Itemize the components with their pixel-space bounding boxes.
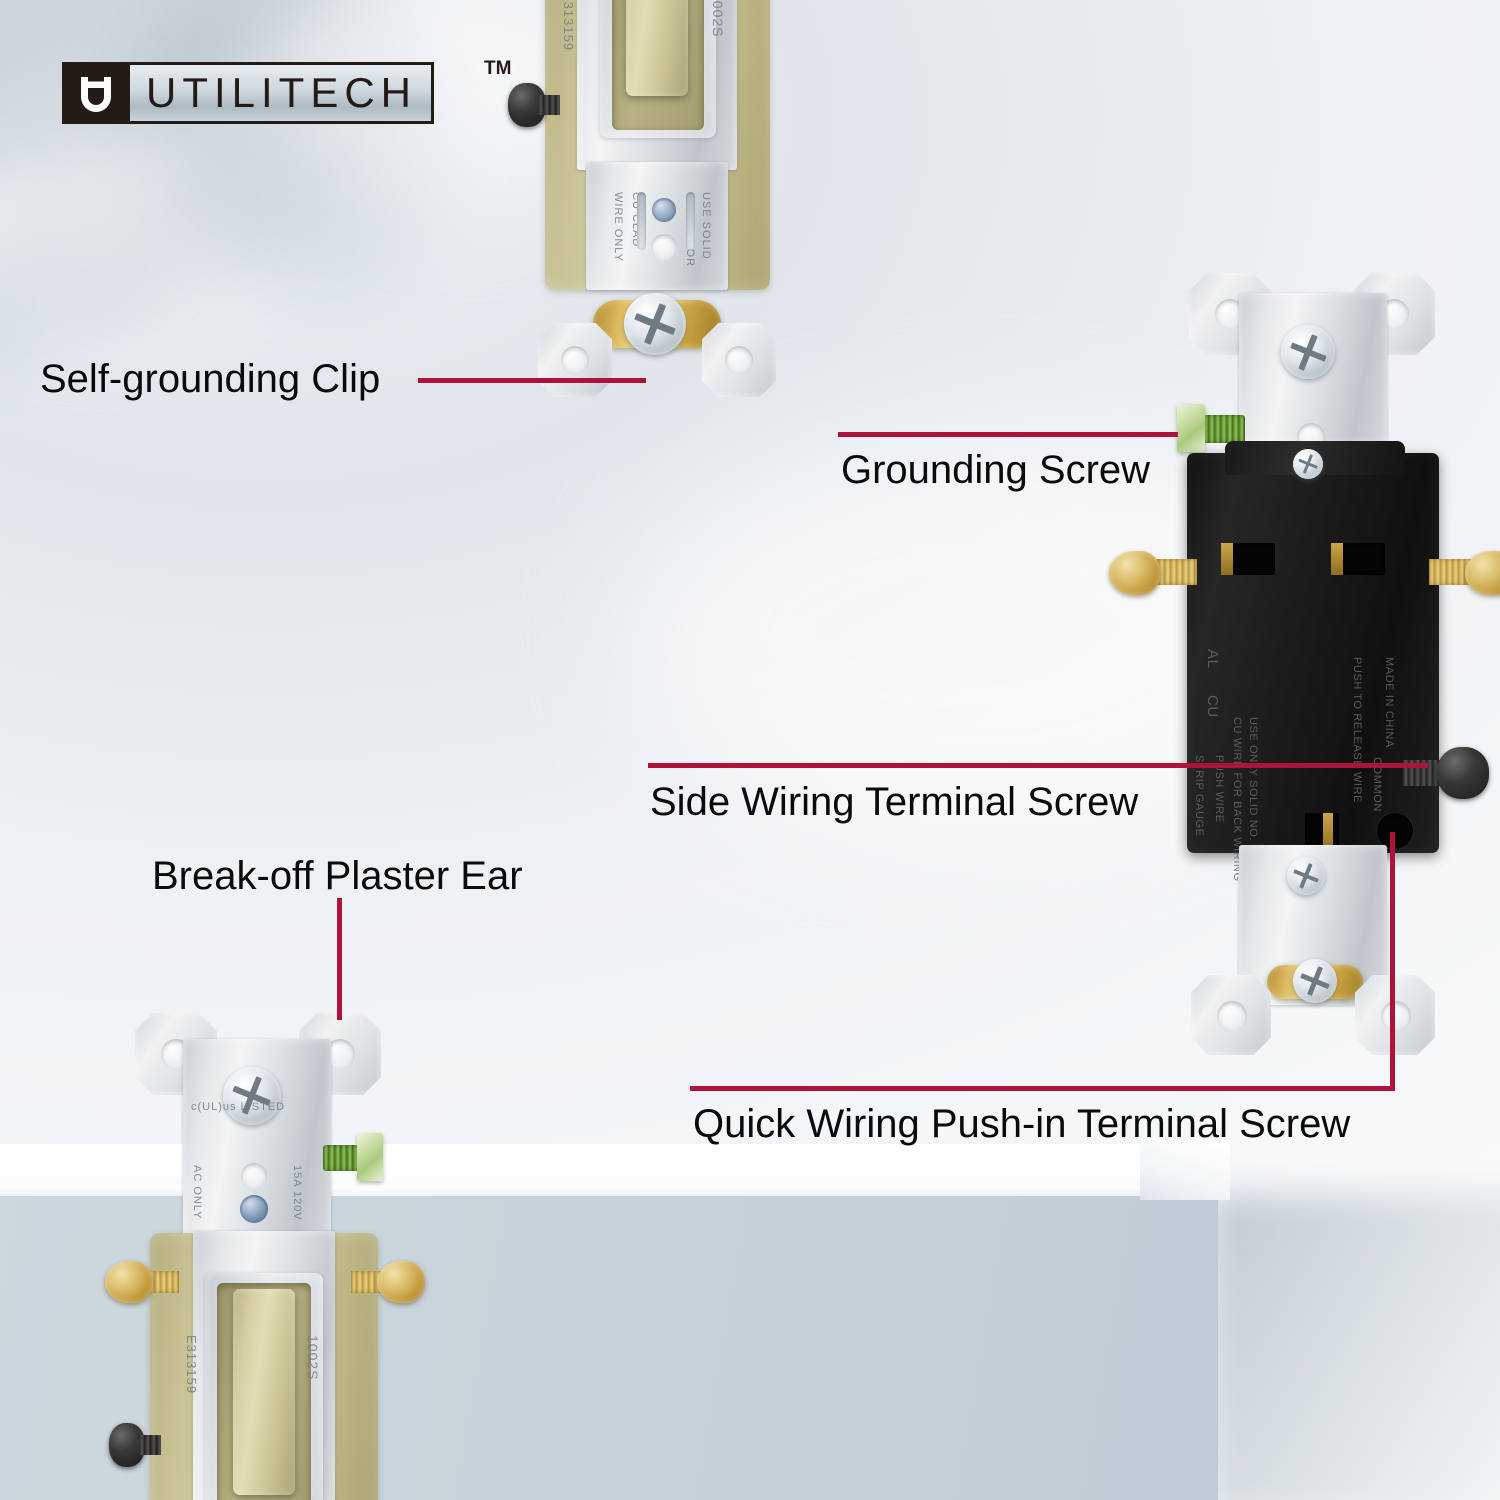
pedestal-drop-shadow [1210,1195,1500,1500]
callout-label-quick-wiring-push-in-terminal-screw: Quick Wiring Push-in Terminal Screw [693,1102,1351,1146]
top-switch-toggle-lever[interactable] [626,0,688,96]
right-switch-emboss-wire-1: USE ONLY SOLID NO. 14 [1247,717,1259,859]
top-switch-strap-emboss-4: WIRE ONLY [612,192,624,262]
background-highlight-2 [0,120,260,320]
top-switch-strap-blue-screw [652,198,676,222]
leader-line-grounding-screw [838,432,1178,437]
right-switch-terminal-screw-upper-right[interactable] [1465,551,1500,595]
leader-line-self-grounding-clip [418,378,646,383]
bottom-switch-emboss-ac: AC ONLY [191,1165,203,1220]
right-switch-mount-screw-top[interactable] [1281,325,1335,379]
right-switch-strip-gauge-tab [1323,813,1333,851]
top-switch-strap-slot-right [686,192,695,250]
callout-label-break-off-plaster-ear: Break-off Plaster Ear [152,854,523,898]
right-switch-mount-screw-bottom[interactable] [1287,857,1325,895]
bottom-switch-mount-screw[interactable] [223,1067,281,1125]
self-grounding-clip-screw[interactable] [624,293,686,355]
callout-label-self-grounding-clip: Self-grounding Clip [40,357,381,401]
utilitech-u-mark-icon [65,65,127,121]
leader-line-quick-wiring-horizontal [690,1086,1395,1091]
pedestal-corner-bevel [1140,1140,1230,1200]
product-bottom-switch: c(UL)us LISTED AC ONLY 15A 120V E313159 … [95,1005,435,1500]
top-switch-emboss-right-code: 1002S [710,0,726,38]
right-switch-emboss-cu: CU [1204,695,1221,718]
bottom-switch-dark-screw-shaft [139,1435,161,1455]
top-switch-emboss-left-code: E313159 [561,0,576,52]
top-switch-dark-screw-shaft [538,95,560,115]
right-switch-brass-tab-left [1221,543,1233,575]
bottom-switch-terminal-screw-left[interactable] [105,1261,153,1303]
bottom-switch-terminal-screw-right[interactable] [377,1261,425,1303]
right-switch-ground-clip-screw-bottom[interactable] [1293,959,1337,1003]
right-switch-ear-hole-bottom-left [1217,1001,1247,1031]
leader-line-break-off-plaster-ear [337,898,342,1020]
quick-wiring-push-in-terminal[interactable] [1377,813,1413,849]
right-switch-emboss-release: PUSH TO RELEASE WIRE [1351,657,1363,804]
logo-wordmark-text: UTILITECH [146,69,418,116]
product-right-switch: AL CU MADE IN CHINA PUSH TO RELEASE WIRE… [1109,265,1500,1055]
logo-trademark: TM [484,58,512,79]
bottom-switch-blue-screw [240,1195,268,1223]
grounding-screw-head[interactable] [1177,404,1205,452]
bottom-switch-emboss-listed: c(UL)us LISTED [191,1101,286,1113]
right-switch-emboss-al: AL [1204,649,1221,669]
bottom-switch-emboss-right-code: 1002S [305,1335,321,1381]
callout-label-grounding-screw: Grounding Screw [841,448,1151,492]
bottom-switch-strap-hole [241,1163,267,1189]
right-switch-strip-gauge-slot [1305,813,1339,851]
bottom-switch-toggle-lever[interactable] [233,1289,295,1495]
callout-label-side-wiring-terminal-screw: Side Wiring Terminal Screw [650,780,1139,824]
top-switch-strap-emboss-1: USE SOLID [700,192,712,260]
top-switch-plaster-ear-hole-right [725,346,753,374]
right-switch-emboss-origin: MADE IN CHINA [1383,657,1395,748]
top-switch-plaster-ear-hole-left [561,346,589,374]
bottom-switch-emboss-rating: 15A 120V [291,1165,303,1221]
bottom-switch-emboss-left-code: E313159 [184,1335,199,1395]
right-switch-terminal-screw-upper-left[interactable] [1109,551,1161,595]
bottom-switch-grounding-screw-head[interactable] [357,1133,383,1181]
leader-line-quick-wiring-vertical [1390,832,1395,1090]
top-switch-strap-lower [586,162,728,290]
logo-wordmark: UTILITECH [127,65,432,121]
right-switch-ear-hole-bottom-right [1381,1001,1411,1031]
top-switch-strap-slot-left [637,192,646,250]
product-top-switch: E313159 1002S USE SOLID COPPER OR CU CLA… [490,0,820,480]
side-wiring-terminal-screw[interactable] [1437,747,1489,799]
logo-box: UTILITECH [62,62,435,124]
right-switch-body-rivet [1293,449,1323,479]
right-switch-black-body [1187,453,1439,853]
brand-logo: UTILITECH [62,62,435,124]
right-switch-brass-tab-right [1331,543,1343,575]
leader-line-side-wiring-terminal-screw [648,763,1428,768]
grounding-screw-shaft [1197,415,1245,443]
top-switch-strap-hole [651,234,677,260]
